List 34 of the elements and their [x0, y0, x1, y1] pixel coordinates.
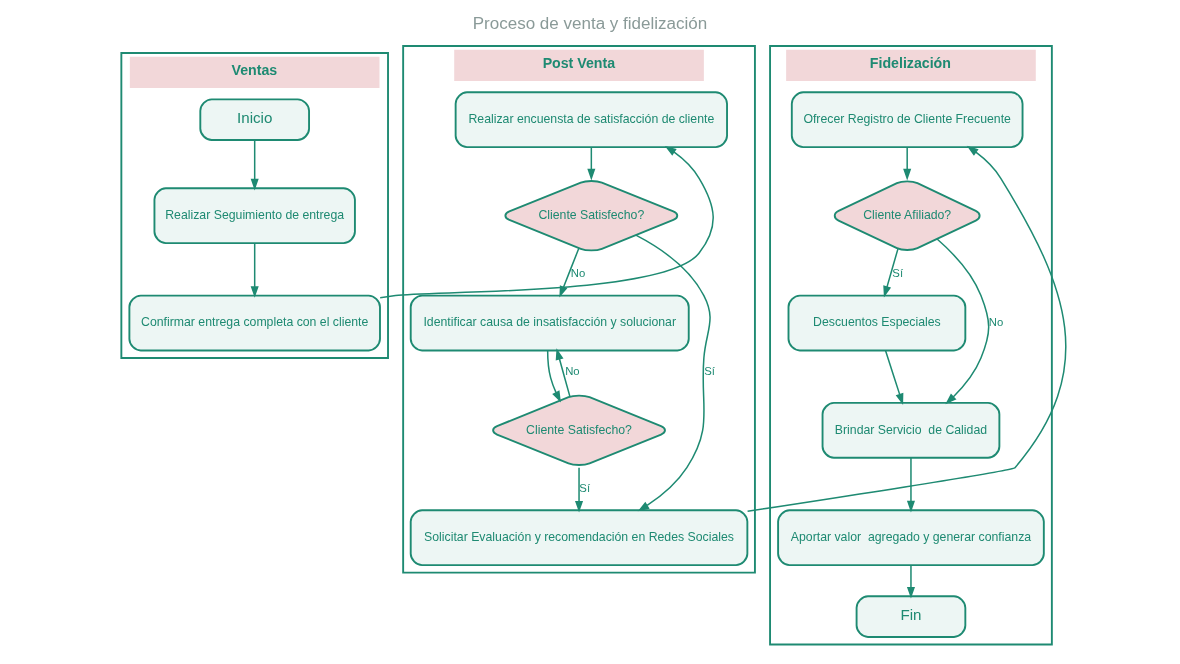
node-box: Ofrecer Registro de Cliente Frecuente: [790, 91, 1024, 149]
arrow: [250, 242, 259, 298]
arrow: [936, 238, 990, 405]
arrow: [587, 146, 596, 181]
arrow: [883, 248, 899, 298]
arrow: [555, 348, 571, 398]
edge-label: No: [570, 267, 586, 280]
node-box: Realizar encuensta de satisfacción de cliente: [454, 91, 728, 149]
node-box: Identificar causa de insatisfacción y solucionar: [409, 294, 690, 352]
arrow: [379, 145, 714, 299]
diagram-title: Proceso de venta y fidelización: [472, 14, 708, 34]
node-box: Confirmar entrega completa con el cliente: [128, 294, 381, 352]
arrow: [559, 247, 580, 298]
edge-label: No: [565, 364, 580, 377]
edge-label: Sí: [892, 267, 904, 280]
arrow: [884, 349, 904, 405]
node-box: Solicitar Evaluación y recomendación en Redes Sociales: [409, 509, 749, 567]
arrow: [906, 457, 915, 513]
node-box: Realizar Seguimiento de entrega: [153, 187, 356, 245]
edge-label: No: [988, 315, 1004, 328]
edge-label: Sí: [579, 481, 591, 494]
arrow: [635, 234, 711, 512]
arrow: [575, 467, 584, 513]
arrow: [546, 349, 561, 403]
arrow: [906, 564, 915, 599]
node-box: Fin: [855, 595, 967, 638]
node-box: Descuentos Especiales: [787, 294, 967, 352]
edge-label: Sí: [704, 364, 715, 377]
node-box: Inicio: [199, 98, 310, 141]
arrow: [250, 139, 259, 191]
node-box: Brindar Servicio de Calidad: [821, 401, 1001, 459]
arrow: [746, 145, 1067, 513]
arrow: [903, 146, 912, 181]
node-box: Aportar valor agregado y generar confianza: [777, 509, 1045, 567]
